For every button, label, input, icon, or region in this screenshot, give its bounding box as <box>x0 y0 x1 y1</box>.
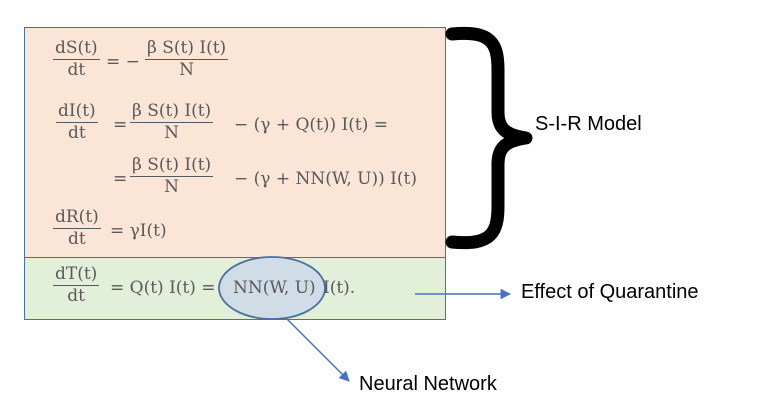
eq4-lhs-denominator: dt <box>68 229 86 249</box>
eq2-rhs-tail: − (γ + Q(t)) I(t) = <box>234 115 389 135</box>
neural-network-ellipse <box>218 256 326 320</box>
quarantine-effect-label: Effect of Quarantine <box>521 281 699 303</box>
eq1-lhs-fraction: dS(t) dt <box>53 38 100 80</box>
eq2-rhs-denominator: N <box>164 123 180 143</box>
eq2-rhs-numerator: β S(t) I(t) <box>130 101 214 123</box>
eq1-lhs-numerator: dS(t) <box>53 38 100 60</box>
sir-equations-box <box>24 27 446 258</box>
eq2-lhs-fraction: dI(t) dt <box>56 101 98 143</box>
eq2-lhs-denominator: dt <box>67 123 86 143</box>
eq2-equals: = <box>113 115 128 135</box>
eq2-rhs-fraction: β S(t) I(t) N <box>130 101 214 143</box>
eq5-lhs-numerator: dT(t) <box>53 264 100 286</box>
eq4-rhs: = γI(t) <box>110 221 167 241</box>
eq5-rhs-end: I(t). <box>323 278 356 298</box>
eq1-rhs-prefix: = − <box>106 52 140 72</box>
eq3-rhs-numerator: β S(t) I(t) <box>130 155 214 177</box>
eq3-equals: = <box>113 169 128 189</box>
eq1-rhs-denominator: N <box>179 60 195 80</box>
eq3-rhs-fraction: β S(t) I(t) N <box>130 155 214 197</box>
eq5-neural-network-term: NN(W, U) <box>233 278 316 298</box>
eq1-rhs-numerator: β S(t) I(t) <box>145 38 229 60</box>
eq5-lhs-fraction: dT(t) dt <box>53 264 100 306</box>
eq4-lhs-numerator: dR(t) <box>53 207 101 229</box>
eq2-lhs-numerator: dI(t) <box>56 101 98 123</box>
eq3-rhs-tail: − (γ + NN(W, U)) I(t) <box>234 169 417 189</box>
sir-model-label: S-I-R Model <box>535 113 642 135</box>
curly-brace <box>445 26 533 250</box>
neural-network-arrow <box>286 318 350 382</box>
eq4-lhs-fraction: dR(t) dt <box>53 207 101 249</box>
eq1-rhs-fraction: β S(t) I(t) N <box>145 38 229 80</box>
neural-network-label: Neural Network <box>359 373 497 395</box>
eq3-rhs-denominator: N <box>164 177 180 197</box>
eq5-lhs-denominator: dt <box>67 286 86 306</box>
eq5-rhs-start: = Q(t) I(t) = <box>110 278 216 298</box>
eq1-lhs-denominator: dt <box>67 60 86 80</box>
